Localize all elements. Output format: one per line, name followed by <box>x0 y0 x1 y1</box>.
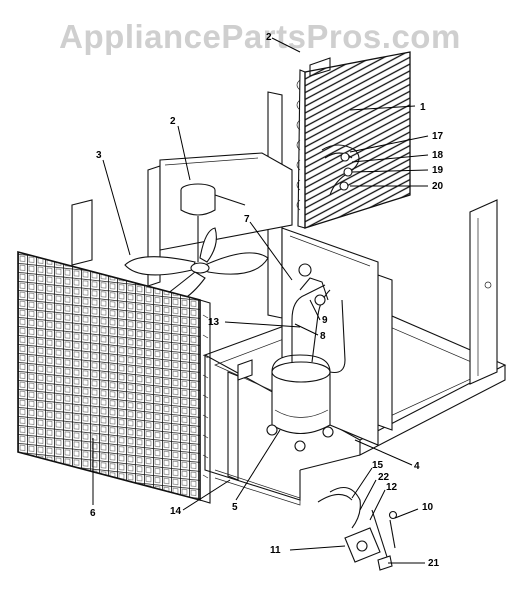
label-14: 14 <box>170 506 182 517</box>
label-2: 2 <box>170 116 176 127</box>
label-11: 11 <box>270 545 281 556</box>
label-21: 21 <box>428 558 440 569</box>
label-22: 22 <box>378 472 390 483</box>
label-5: 5 <box>232 502 238 513</box>
fan-motor <box>180 183 246 262</box>
label-13: 13 <box>208 317 220 328</box>
compressor-tubing <box>291 263 346 374</box>
label-1: 1 <box>420 102 426 113</box>
label-17: 17 <box>432 131 444 142</box>
label-19: 19 <box>432 165 444 176</box>
label-7: 7 <box>244 214 250 225</box>
label-20: 20 <box>432 181 444 192</box>
evaporator-coil <box>17 250 211 504</box>
condenser-coil <box>296 51 411 229</box>
label-3: 3 <box>96 150 102 161</box>
label-12: 12 <box>386 482 398 493</box>
frame-posts <box>71 91 498 431</box>
label-9: 9 <box>322 315 328 326</box>
watermark: AppliancePartsPros.com <box>59 18 461 55</box>
coil-tubing <box>321 144 360 196</box>
fan-shroud <box>159 152 293 251</box>
compressor <box>266 354 334 452</box>
accessory-kit <box>317 486 398 571</box>
label-top: 2 <box>266 32 272 43</box>
label-8: 8 <box>320 331 326 342</box>
label-18: 18 <box>432 150 444 161</box>
brackets <box>214 359 301 506</box>
label-10: 10 <box>422 502 434 513</box>
callout-labels: 2 1 2 3 4 5 6 7 8 9 10 11 12 13 14 15 17… <box>90 32 444 569</box>
leader-lines <box>92 37 429 564</box>
label-4: 4 <box>414 461 420 472</box>
label-15: 15 <box>372 460 384 471</box>
label-6: 6 <box>90 508 96 519</box>
